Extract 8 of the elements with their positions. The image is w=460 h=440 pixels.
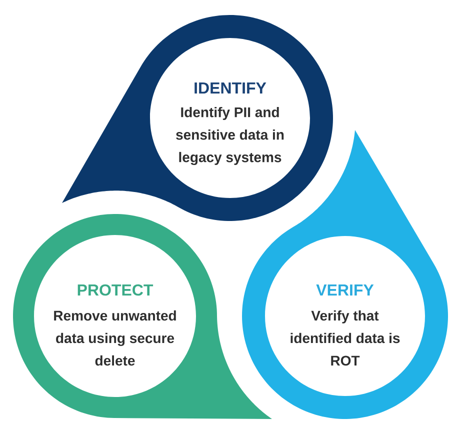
step-title: VERIFY bbox=[316, 284, 374, 296]
step-description: Identify PII and sensitive data in legacy systems bbox=[176, 106, 284, 166]
step-description: Verify that identified data is ROT bbox=[290, 310, 400, 366]
step-title: IDENTIFY bbox=[194, 82, 266, 94]
step-title: PROTECT bbox=[78, 284, 154, 296]
step-description: Remove unwanted data using secure delete bbox=[54, 310, 176, 366]
teardrop-ring bbox=[13, 214, 272, 419]
teardrop-ring bbox=[62, 15, 333, 221]
